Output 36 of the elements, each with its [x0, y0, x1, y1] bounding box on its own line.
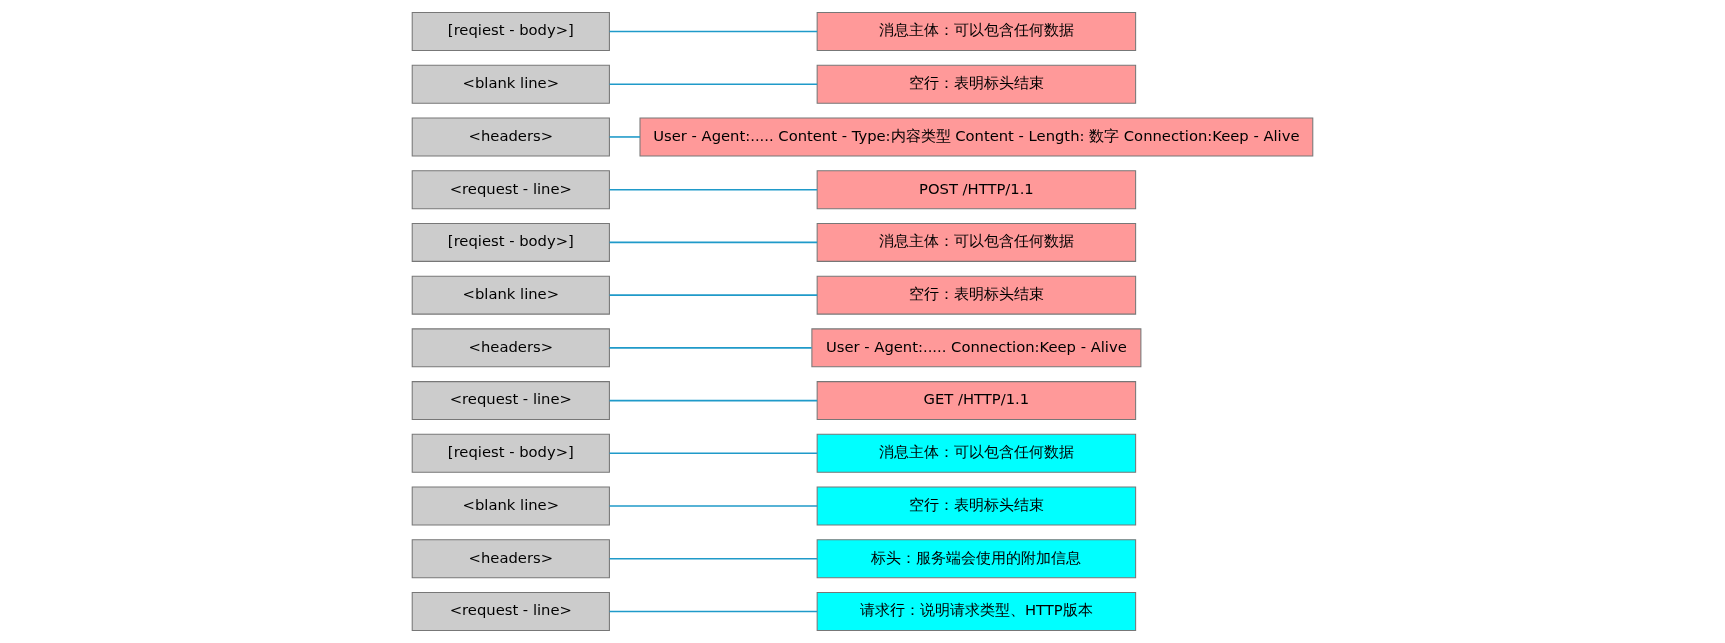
node-box: <headers>	[411, 117, 610, 157]
node-box: <blank line>	[411, 486, 610, 526]
connector	[608, 136, 641, 138]
node-box: POST /HTTP/1.1	[816, 170, 1137, 210]
node-box: 空行：表明标头结束	[816, 275, 1137, 315]
node-box: <request - line>	[411, 592, 610, 631]
node-box: User - Agent:..... Content - Type:内容类型 Content - Length: 数字 Connection:Keep - Alive	[639, 117, 1314, 157]
node-box: 消息主体：可以包含任何数据	[816, 12, 1137, 51]
connector	[608, 241, 818, 244]
node-box: 标头：服务端会使用的附加信息	[816, 539, 1137, 579]
node-box: 消息主体：可以包含任何数据	[816, 222, 1137, 262]
connector	[608, 30, 818, 33]
node-box: 消息主体：可以包含任何数据	[816, 433, 1137, 473]
node-box: <headers>	[411, 328, 610, 368]
node-box: <request - line>	[411, 381, 610, 421]
node-box: <headers>	[411, 539, 610, 579]
node-box: 空行：表明标头结束	[816, 64, 1137, 104]
connector	[608, 399, 818, 402]
connector	[608, 610, 818, 613]
node-box: <blank line>	[411, 64, 610, 104]
connector	[608, 188, 818, 191]
connector	[608, 452, 818, 455]
node-box: User - Agent:..... Connection:Keep - Alive	[811, 328, 1142, 368]
node-box: <blank line>	[411, 275, 610, 315]
node-box: [reqiest - body>]	[411, 433, 610, 473]
connector	[608, 294, 818, 296]
node-box: [reqiest - body>]	[411, 222, 610, 262]
node-box: <request - line>	[411, 170, 610, 210]
connector	[608, 83, 818, 86]
connector	[608, 347, 813, 349]
connector	[608, 558, 818, 560]
node-box: GET /HTTP/1.1	[816, 381, 1137, 421]
node-box: 请求行：说明请求类型、HTTP版本	[816, 592, 1137, 631]
node-box: [reqiest - body>]	[411, 12, 610, 51]
connector	[608, 505, 818, 507]
node-box: 空行：表明标头结束	[816, 486, 1137, 526]
